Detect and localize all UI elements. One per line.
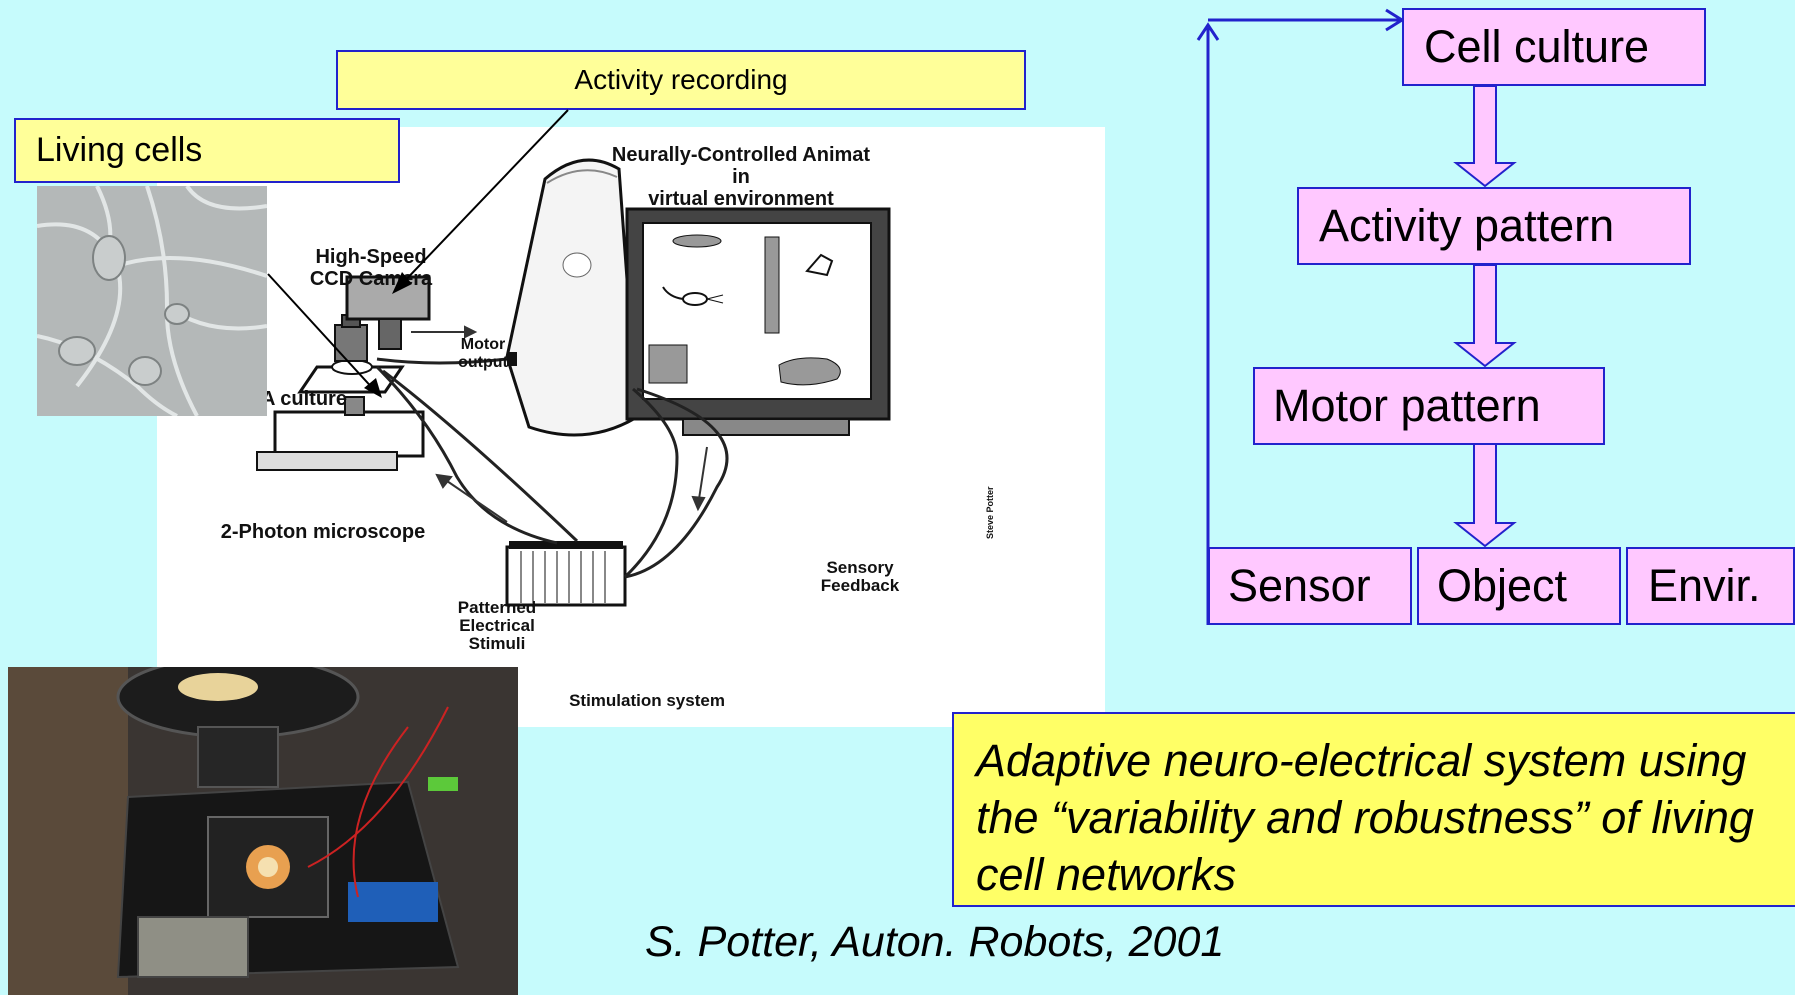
monitor-icon (625, 207, 891, 436)
flow-arrow-1 (1453, 85, 1517, 188)
rat-icon (662, 286, 724, 306)
lab-photo (8, 667, 518, 995)
artist-credit: Steve Potter (985, 486, 995, 539)
living-cells-label: Living cells (14, 118, 400, 183)
object-box: Object (1417, 547, 1621, 625)
camera-icon (345, 275, 431, 350)
setup-diagram-drawing: Neurally-Controlled Animat in virtual en… (221, 144, 995, 710)
caption-line-2: the “variability and robustness” of livi… (976, 792, 1754, 843)
living-cells-micrograph (36, 184, 268, 418)
flow-arrow-2 (1453, 264, 1517, 368)
activity-pattern-box: Activity pattern (1297, 187, 1691, 265)
setup-diagram: Neurally-Controlled Animat in virtual en… (157, 127, 1105, 727)
diagram-arrows (411, 325, 708, 523)
stimuli-label-2: Electrical (459, 616, 535, 635)
microscope-icon (256, 314, 425, 471)
sensory-label-1: Sensory (826, 558, 894, 577)
motor-pattern-box: Motor pattern (1253, 367, 1605, 445)
culture-label: A culture (261, 388, 347, 410)
camera-label-1: High-Speed (315, 246, 426, 268)
cables (375, 357, 729, 579)
activity-recording-label: Activity recording (336, 50, 1026, 110)
caption-line-3: cell networks (976, 849, 1237, 900)
citation: S. Potter, Auton. Robots, 2001 (645, 918, 1225, 966)
sensory-label-2: Feedback (821, 576, 900, 595)
animat-title-2: in (732, 166, 750, 188)
stimulation-system-label: Stimulation system (569, 691, 725, 710)
sensor-box: Sensor (1208, 547, 1412, 625)
animat-title-1: Neurally-Controlled Animat (612, 144, 871, 166)
animat-title-3: virtual environment (648, 188, 834, 210)
motor-output-label-1: Motor (461, 336, 505, 353)
microscope-label: 2-Photon microscope (221, 521, 425, 543)
envir-box: Envir. (1626, 547, 1795, 625)
caption-box: Adaptive neuro-electrical system using t… (952, 712, 1795, 907)
stimuli-label-3: Stimuli (469, 634, 526, 653)
stimuli-label-1: Patterned (458, 598, 536, 617)
cell-culture-box: Cell culture (1402, 8, 1706, 86)
flow-arrow-3 (1453, 443, 1517, 548)
caption-line-1: Adaptive neuro-electrical system using (976, 735, 1747, 786)
motor-output-label-2: output (458, 354, 508, 371)
